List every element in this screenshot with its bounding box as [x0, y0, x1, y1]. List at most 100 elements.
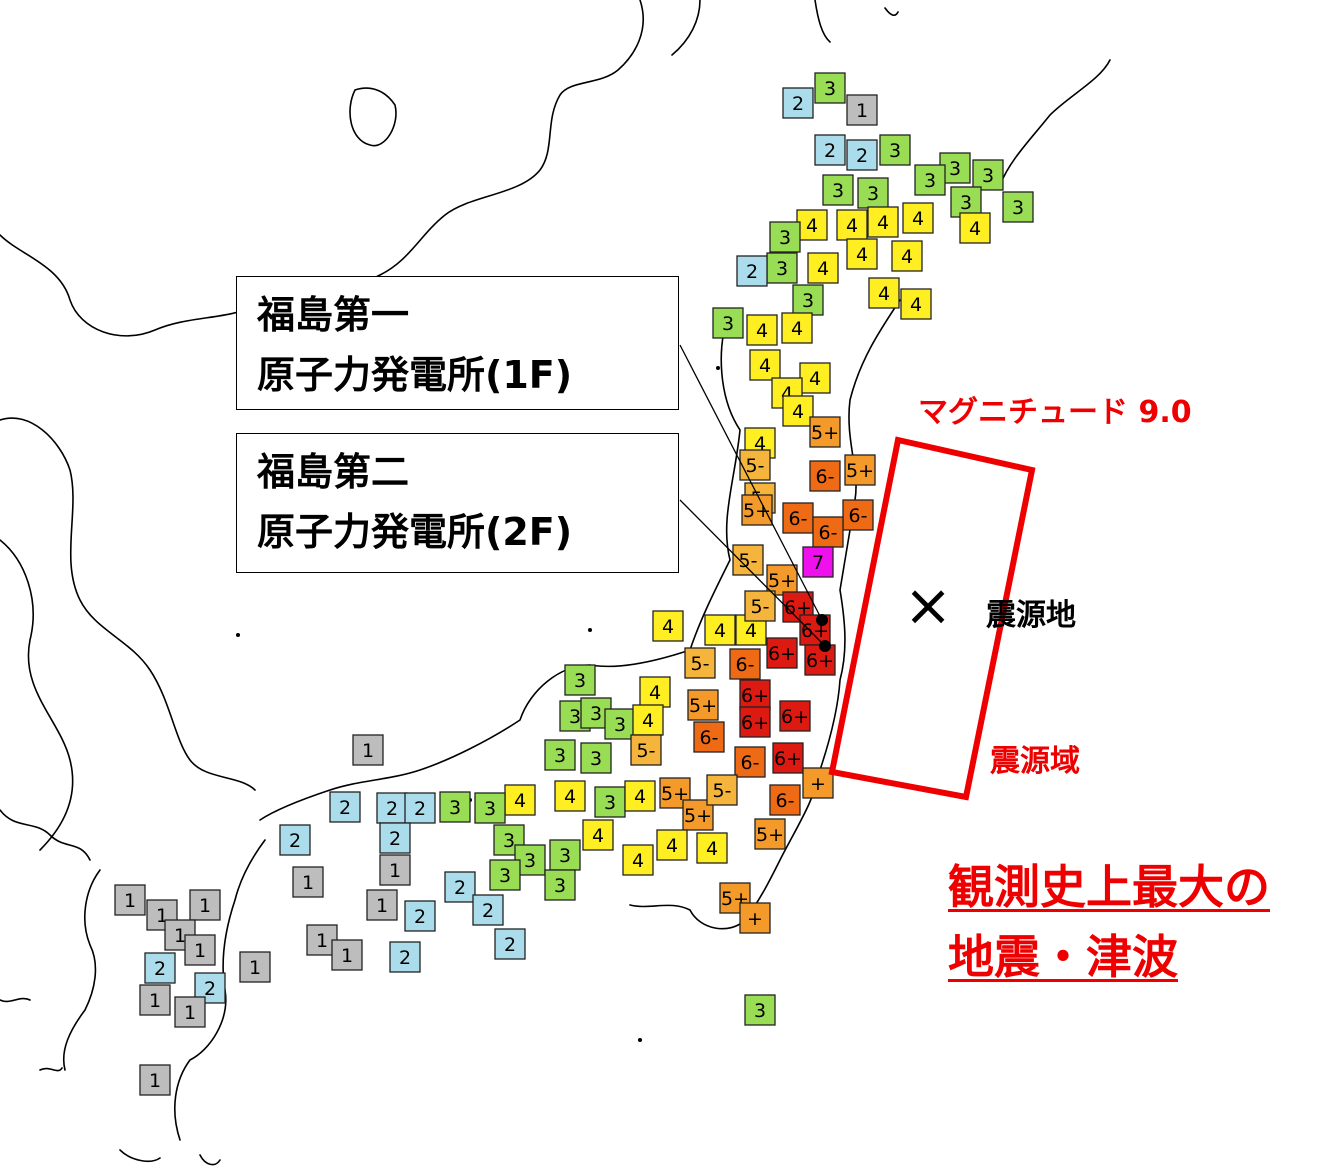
intensity-box	[782, 87, 814, 119]
intensity-box	[744, 590, 776, 622]
intensity-marker: 5+	[809, 416, 841, 448]
intensity-marker: 1	[379, 854, 411, 886]
intensity-box	[693, 721, 725, 753]
intensity-box	[914, 164, 946, 196]
intensity-box	[846, 94, 878, 126]
intensity-box	[809, 460, 841, 492]
intensity-box	[594, 786, 626, 818]
intensity-value: 5-	[691, 653, 710, 675]
intensity-marker: 5-	[732, 544, 764, 576]
intensity-marker: 2	[814, 134, 846, 166]
intensity-value: 3	[949, 158, 961, 180]
intensity-marker: 1	[366, 889, 398, 921]
intensity-value: 1	[194, 940, 206, 962]
intensity-value: 6-	[819, 522, 838, 544]
source-region-label: 震源域	[990, 744, 1080, 779]
intensity-value: 4	[791, 318, 803, 340]
intensity-value: 1	[184, 1002, 196, 1024]
intensity-marker: 5+	[754, 818, 786, 850]
plant-dot-1f	[816, 614, 828, 626]
intensity-value: 5+	[689, 695, 717, 717]
intensity-value: 6-	[741, 752, 760, 774]
intensity-value: 3	[604, 792, 616, 814]
intensity-value: 5-	[751, 596, 770, 618]
intensity-value: 6-	[789, 508, 808, 530]
intensity-value: 6+	[781, 706, 809, 728]
intensity-value: 1	[149, 1070, 161, 1092]
intensity-value: 2	[504, 934, 516, 956]
intensity-box	[734, 746, 766, 778]
intensity-value: 3	[924, 170, 936, 192]
intensity-marker: 6+	[766, 637, 798, 669]
intensity-marker: 5+	[766, 564, 798, 596]
intensity-value: 3	[449, 797, 461, 819]
intensity-value: 1	[376, 895, 388, 917]
intensity-box	[769, 221, 801, 253]
intensity-box	[404, 900, 436, 932]
headline-line1: 観測史上最大の	[948, 860, 1270, 914]
intensity-marker: +	[802, 767, 834, 799]
intensity-box	[472, 894, 504, 926]
intensity-value: 3	[867, 183, 879, 205]
intensity-box	[739, 449, 771, 481]
intensity-value: 5+	[768, 570, 796, 592]
intensity-box	[781, 312, 813, 344]
intensity-marker: 3	[822, 174, 854, 206]
intensity-value: 2	[454, 877, 466, 899]
intensity-marker: 3	[950, 186, 982, 218]
intensity-value: 4	[817, 258, 829, 280]
intensity-box	[279, 824, 311, 856]
intensity-value: 4	[759, 355, 771, 377]
intensity-box	[814, 72, 846, 104]
intensity-box	[772, 742, 804, 774]
intensity-box	[766, 637, 798, 669]
intensity-marker: 4	[891, 240, 923, 272]
intensity-box	[622, 844, 654, 876]
intensity-value: 6+	[741, 712, 769, 734]
intensity-marker: 4	[836, 209, 868, 241]
intensity-value: 4	[901, 246, 913, 268]
intensity-marker: 2	[194, 972, 226, 1004]
intensity-box	[766, 564, 798, 596]
intensity-box	[972, 159, 1004, 191]
intensity-marker: 3	[549, 839, 581, 871]
intensity-marker: 1	[239, 951, 271, 983]
intensity-marker: 3	[914, 164, 946, 196]
intensity-value: 3	[832, 180, 844, 202]
intensity-marker: 6-	[734, 746, 766, 778]
intensity-box	[194, 972, 226, 1004]
intensity-marker: 1	[139, 1064, 171, 1096]
intensity-value: 4	[592, 825, 604, 847]
intensity-value: 6-	[736, 654, 755, 676]
intensity-value: 3	[1012, 197, 1024, 219]
intensity-marker: 2	[404, 900, 436, 932]
intensity-box	[959, 212, 991, 244]
intensity-box	[792, 284, 824, 316]
intensity-marker: 4	[749, 349, 781, 381]
intensity-marker: 1	[331, 939, 363, 971]
intensity-box	[822, 174, 854, 206]
intensity-value: 4	[792, 401, 804, 423]
intensity-marker: 6-	[729, 648, 761, 680]
intensity-marker: 3	[604, 708, 636, 740]
intensity-value: 5+	[743, 500, 771, 522]
intensity-marker: 1	[174, 996, 206, 1028]
intensity-box	[844, 454, 876, 486]
intensity-marker: 4	[704, 614, 736, 646]
intensity-value: 5+	[846, 460, 874, 482]
intensity-box	[656, 829, 688, 861]
intensity-value: 5+	[811, 422, 839, 444]
intensity-marker: 4	[622, 844, 654, 876]
intensity-marker: 6+	[804, 644, 836, 676]
intensity-marker: 4	[504, 784, 536, 816]
intensity-marker: 6+	[739, 679, 771, 711]
intensity-box	[582, 819, 614, 851]
intensity-box	[739, 902, 771, 934]
intensity-marker: 1	[292, 866, 324, 898]
intensity-value: 4	[910, 294, 922, 316]
intensity-marker: 2	[379, 822, 411, 854]
intensity-value: 2	[856, 145, 868, 167]
intensity-marker: 3	[439, 791, 471, 823]
intensity-value: 3	[824, 78, 836, 100]
intensity-marker: 4	[656, 829, 688, 861]
